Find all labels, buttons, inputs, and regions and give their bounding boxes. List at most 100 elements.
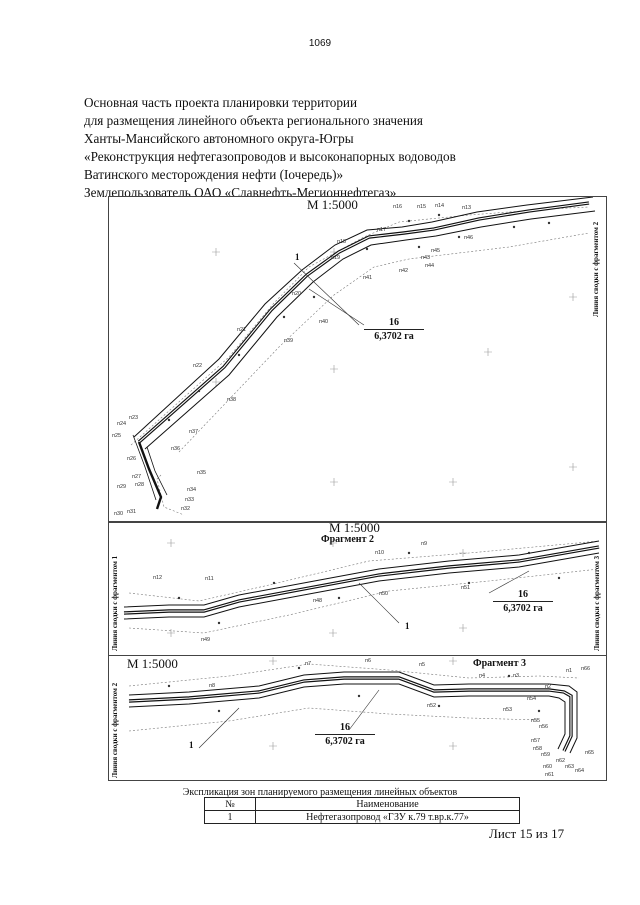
point-label: п31 xyxy=(127,509,137,515)
fragment-1-drawing xyxy=(130,197,596,516)
zone-boundary xyxy=(130,206,590,516)
fragment-2-side-label-left: Линия сводки с фрагментом 1 xyxy=(111,555,119,651)
point-label: п20 xyxy=(292,291,302,297)
point-label: п65 xyxy=(585,750,595,756)
point-label: п14 xyxy=(435,203,445,209)
fragment-3-zone-area: 16 6,3702 га xyxy=(315,722,375,747)
fragment-2-side-label-right: Линия сводки с фрагментом 3 xyxy=(593,555,601,651)
point-label: п4 xyxy=(479,673,486,679)
table-header-row: № Наименование xyxy=(204,797,520,811)
point-label: п66 xyxy=(581,666,591,672)
sheet-label: Лист 15 из 17 xyxy=(489,826,565,841)
zone-leader xyxy=(308,288,365,326)
grid-crosses xyxy=(269,657,457,750)
map-fragment-1: М 1:5000 Линия сводки с фрагментом 2 1 1… xyxy=(108,196,607,522)
fragment-1-scale: М 1:5000 xyxy=(307,197,358,212)
point-label: п60 xyxy=(543,764,553,770)
point-label: п51 xyxy=(461,585,471,591)
fragment-3-scale: М 1:5000 xyxy=(127,656,178,671)
document-header: Основная часть проекта планировки террит… xyxy=(84,94,604,202)
point-label: п11 xyxy=(205,576,214,582)
pipeline-route xyxy=(123,540,600,620)
object-leader xyxy=(358,582,400,624)
header-line: «Реконструкция нефтегазопроводов и высок… xyxy=(84,149,456,164)
zone-area-value: 6,3702 га xyxy=(325,736,365,747)
zone-number: 16 xyxy=(364,317,424,330)
point-label: п25 xyxy=(112,433,122,439)
header-line: Основная часть проекта планировки террит… xyxy=(84,95,358,110)
grid-crosses xyxy=(212,248,577,486)
point-label: п59 xyxy=(541,752,551,758)
zone-leader xyxy=(488,570,530,594)
pipeline-route xyxy=(128,671,578,754)
fragment-1-zone-area: 16 6,3702 га xyxy=(364,317,424,342)
fragment-1-object-number: 1 xyxy=(295,252,300,262)
point-label: п32 xyxy=(181,506,191,512)
point-label: п50 xyxy=(379,591,389,597)
point-label: п41 xyxy=(363,275,373,281)
point-label: п56 xyxy=(539,724,549,730)
point-label: п45 xyxy=(431,248,441,254)
point-label: п17 xyxy=(377,227,387,233)
point-label: п12 xyxy=(153,575,163,581)
explication-table: № Наименование 1 Нефтегазопровод «ГЗУ к.… xyxy=(204,797,520,824)
point-label: п58 xyxy=(533,746,543,752)
point-label: п39 xyxy=(284,338,294,344)
table-cell: 1 xyxy=(204,810,256,824)
fragment-3-side-label: Линия сводки с фрагментом 2 xyxy=(111,682,119,778)
map-fragment-2: М 1:5000 Фрагмент 2 Линия сводки с фрагм… xyxy=(108,522,607,656)
point-label: п13 xyxy=(462,205,472,211)
point-label: п49 xyxy=(201,637,211,643)
point-label: п36 xyxy=(171,446,181,452)
point-label: п52 xyxy=(427,703,437,709)
point-label: п7 xyxy=(305,661,312,667)
column-header: Наименование xyxy=(255,797,520,811)
point-label: п64 xyxy=(575,768,585,774)
fragment-2-title: Фрагмент 2 xyxy=(321,534,374,545)
fragment-3-object-number: 1 xyxy=(189,740,194,750)
pipeline-route xyxy=(132,197,596,510)
point-label: п22 xyxy=(193,363,203,369)
header-line: Ватинского месторождения нефти (Iочередь… xyxy=(84,167,344,182)
point-label: п23 xyxy=(129,415,139,421)
zone-boundary xyxy=(128,540,600,634)
object-leader xyxy=(198,707,240,749)
point-label: п29 xyxy=(117,484,127,490)
fragment-2-scale: М 1:5000 xyxy=(329,522,380,535)
zone-area-value: 6,3702 га xyxy=(374,331,414,342)
point-label: п35 xyxy=(197,470,207,476)
point-label: п44 xyxy=(425,263,435,269)
map-fragment-3: М 1:5000 Фрагмент 3 Линия сводки с фрагм… xyxy=(108,655,607,781)
page-number: 1069 xyxy=(308,38,332,49)
point-label: п1 xyxy=(566,668,573,674)
fragment-1-side-label: Линия сводки с фрагментом 2 xyxy=(592,221,600,317)
point-label: п43 xyxy=(421,255,431,261)
fragment-2-object-number: 1 xyxy=(405,621,410,631)
point-label: п54 xyxy=(527,696,537,702)
point-label: п16 xyxy=(393,204,403,210)
point-label: п2 xyxy=(545,684,552,690)
point-label: п42 xyxy=(399,268,409,274)
point-label: п19 xyxy=(331,255,341,261)
point-label: п61 xyxy=(545,772,555,778)
point-label: п38 xyxy=(227,397,237,403)
point-label: п46 xyxy=(464,235,474,241)
zone-boundary xyxy=(128,663,580,732)
point-label: п33 xyxy=(185,497,195,503)
fragment-2-zone-area: 16 6,3702 га xyxy=(493,589,553,614)
table-row: 1 Нефтегазопровод «ГЗУ к.79 т.вр.к.77» xyxy=(204,810,520,824)
point-label: п48 xyxy=(313,598,323,604)
point-label: п57 xyxy=(531,738,541,744)
header-line: для размещения линейного объекта региона… xyxy=(84,113,423,128)
fragment-3-drawing xyxy=(128,657,580,754)
survey-dots xyxy=(167,213,551,422)
header-line: Ханты-Мансийского автономного округа-Югр… xyxy=(84,131,354,146)
point-label: п8 xyxy=(209,683,216,689)
zone-number: 16 xyxy=(315,722,375,735)
survey-dots xyxy=(167,666,541,713)
point-label: п9 xyxy=(421,541,428,547)
explication-title: Экспликация зон планируемого размещения … xyxy=(182,787,458,798)
point-label: п26 xyxy=(127,456,137,462)
point-label: п40 xyxy=(319,319,329,325)
zone-number: 16 xyxy=(493,589,553,602)
